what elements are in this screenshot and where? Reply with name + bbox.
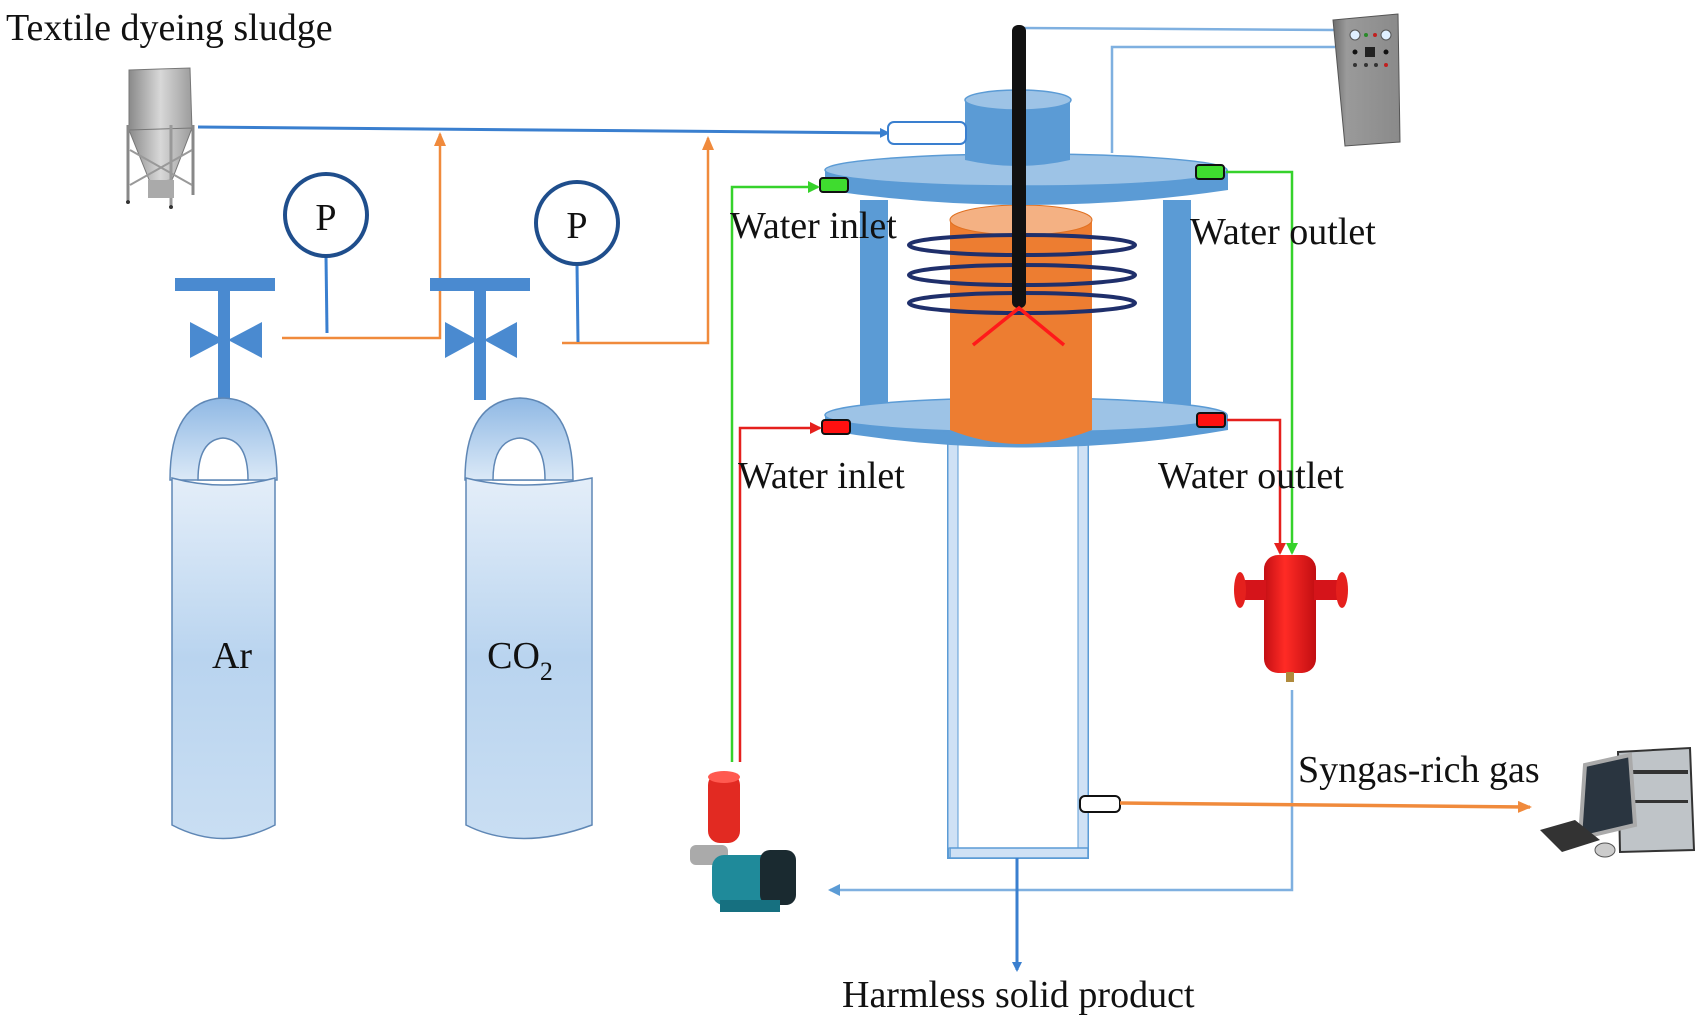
ar-cylinder: Ar — [169, 397, 278, 840]
ar-cylinder-label: Ar — [212, 635, 252, 677]
ar-gas-line — [282, 132, 446, 340]
control-cabinet-icon — [1332, 13, 1401, 147]
co2-cylinder-label: CO2 — [487, 635, 553, 686]
sludge-hopper-icon — [126, 67, 195, 209]
water-outlet-top-label: Water outlet — [1190, 211, 1376, 253]
sludge-feed-line — [197, 125, 890, 138]
computer-icon — [1540, 746, 1696, 858]
syngas-outlet-port — [1079, 795, 1121, 813]
ar-gauge-label: P — [315, 197, 336, 239]
syngas-line — [1119, 800, 1532, 813]
water-inlet-top-label: Water inlet — [730, 205, 897, 247]
co2-pressure-gauge: P — [534, 180, 620, 343]
control-line-rod — [1021, 26, 1336, 32]
co2-valve-icon — [430, 278, 530, 400]
title-label: Textile dyeing sludge — [6, 7, 333, 49]
cooling-inlet-line-bottom — [738, 422, 822, 762]
reactor-lower-tube — [947, 439, 1089, 859]
top-outlet-connector — [1195, 164, 1225, 180]
plasma-torch-rod — [1012, 25, 1026, 308]
ar-pressure-gauge: P — [283, 172, 369, 334]
top-inlet-connector — [819, 177, 849, 193]
reactor-post-right — [1163, 200, 1191, 410]
water-return-line — [828, 690, 1294, 896]
reactor-top-flange — [824, 153, 1228, 205]
feed-inlet-port — [887, 121, 967, 145]
cooling-outlet-line-bottom — [1227, 418, 1286, 555]
solid-product-label: Harmless solid product — [842, 974, 1195, 1016]
reactor-post-left — [860, 200, 888, 410]
co2-gas-line — [562, 136, 714, 345]
water-inlet-bottom-label: Water inlet — [738, 455, 905, 497]
co2-gauge-label: P — [566, 205, 587, 247]
ar-valve-icon — [175, 278, 275, 400]
water-outlet-bottom-label: Water outlet — [1158, 455, 1344, 497]
water-pump-icon — [690, 771, 796, 912]
cooling-outlet-line-top — [1226, 170, 1298, 555]
plasma-jet-icon — [971, 305, 1066, 347]
control-line-flange — [1110, 45, 1335, 153]
co2-cylinder: CO2 — [464, 397, 593, 840]
bottom-outlet-connector — [1196, 412, 1226, 428]
bottom-inlet-connector — [821, 419, 851, 435]
cooling-inlet-line-top — [730, 181, 820, 762]
syngas-label: Syngas-rich gas — [1298, 749, 1540, 791]
water-separator-icon — [1234, 555, 1348, 682]
